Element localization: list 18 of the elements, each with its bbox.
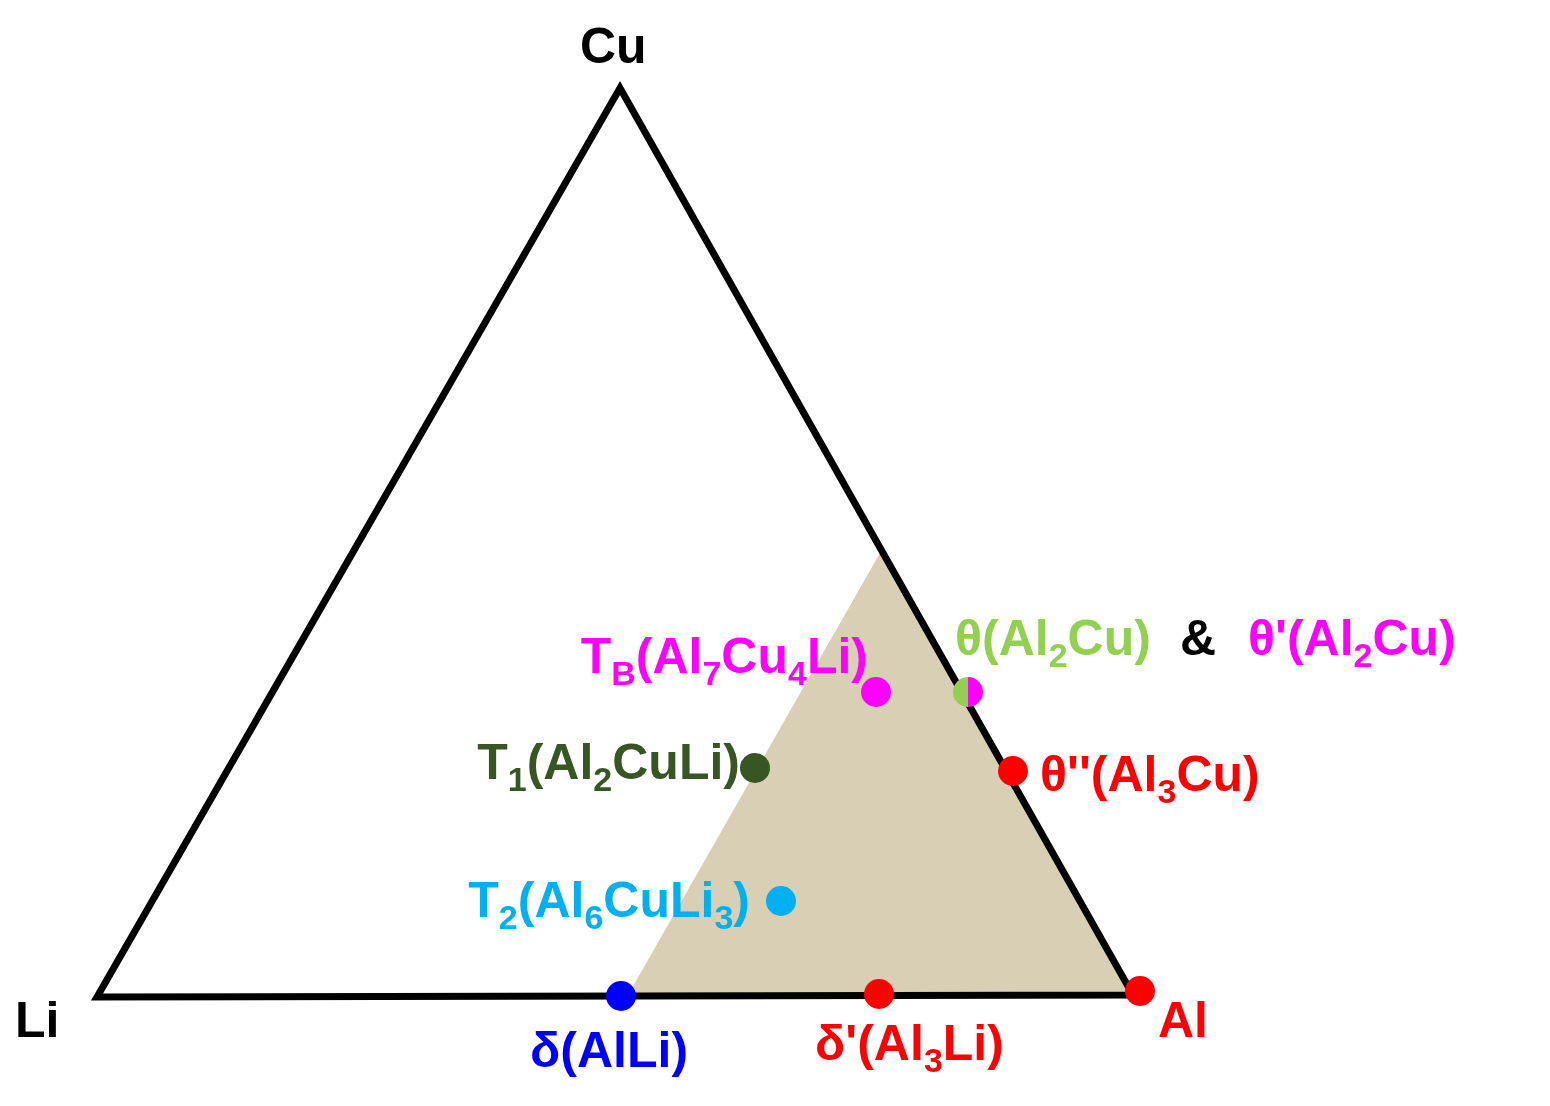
dot-marker	[606, 981, 636, 1011]
phase-label: δ'(Al$_{3}$Li)	[815, 1015, 1004, 1071]
dot-marker	[740, 753, 770, 783]
conjunction-label: &	[1180, 610, 1217, 666]
dot-marker	[953, 677, 983, 707]
dot-marker	[1125, 976, 1155, 1006]
phase-label: δ(AlLi)	[530, 1022, 689, 1078]
phase-label: T$_{2}$(Al$_{6}$CuLi$_{3}$)	[468, 872, 750, 928]
vertex-label: Li	[15, 992, 60, 1048]
phase-label: θ''(Al$_{3}$Cu)	[1040, 746, 1260, 802]
phase-label: θ(Al$_{2}$Cu)	[955, 610, 1151, 666]
dot-marker	[864, 979, 894, 1009]
conjunction-label: Al	[1158, 992, 1208, 1048]
phase-label: T$_{B}$(Al$_{7}$Cu$_{4}$Li)	[580, 628, 868, 684]
phase-label: θ'(Al$_{2}$Cu)	[1248, 610, 1456, 666]
phase-label: T$_{1}$(Al$_{2}$CuLi)	[477, 734, 740, 790]
vertex-label: Cu	[580, 18, 647, 74]
dot-marker	[998, 756, 1028, 786]
